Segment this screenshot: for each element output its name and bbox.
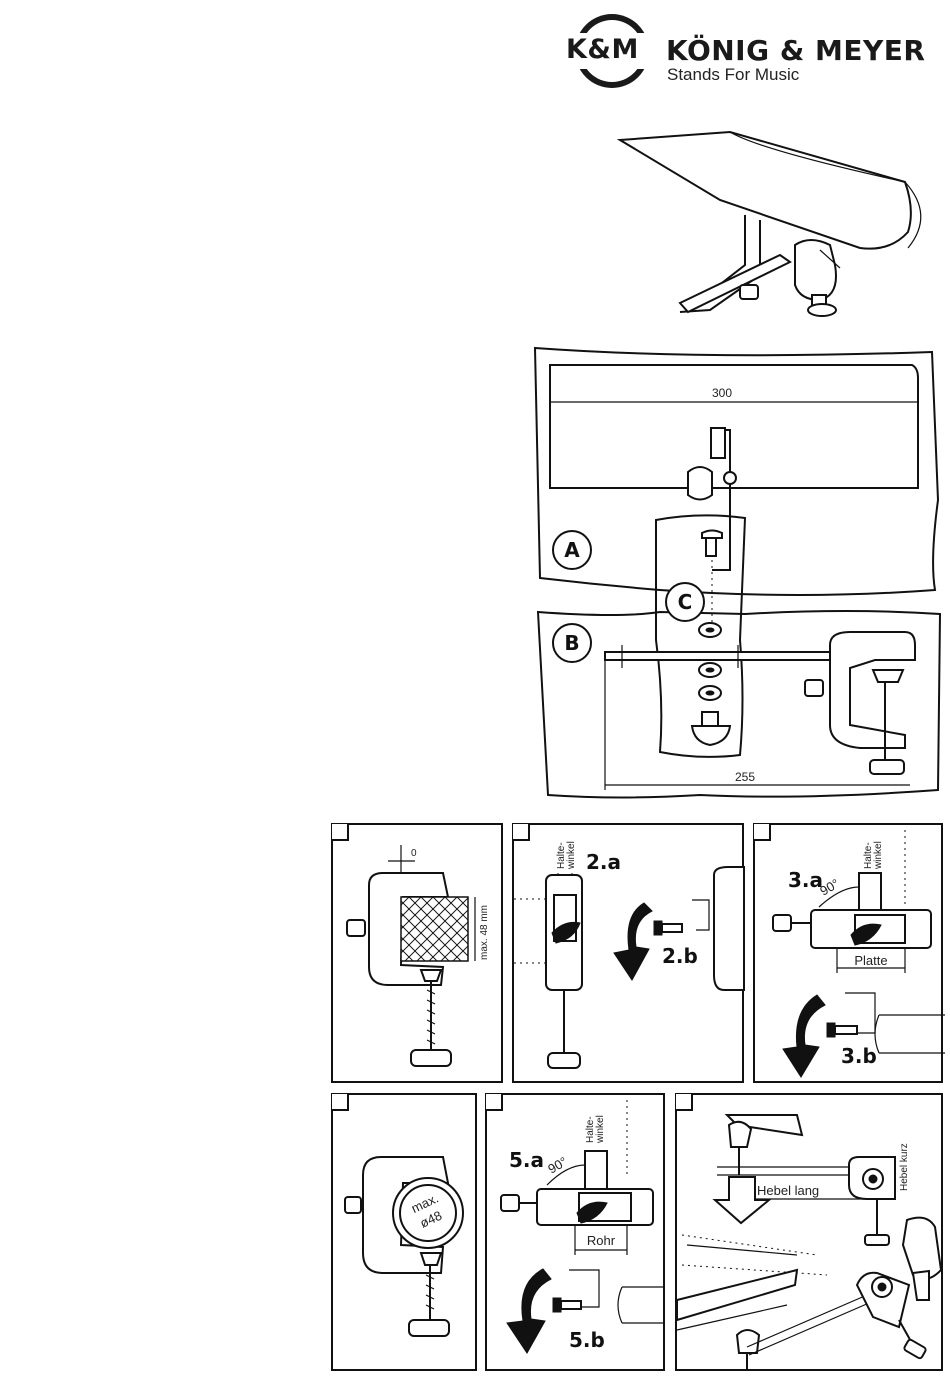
step-3-panel: Halte- winkel 3.a 90° Platte 3.b (753, 823, 943, 1083)
step-6-drawing: Hebel lang Hebel kurz (677, 1095, 945, 1373)
step-3b-label: 3.b (841, 1044, 877, 1068)
exploded-overview-drawing: 300 255 A C B (0, 0, 950, 810)
svg-text:winkel: winkel (566, 841, 577, 870)
step-3-plate-label: Platte (854, 953, 887, 968)
step-1-max-label: max. 48 mm (479, 905, 490, 960)
step-1-drawing: 0 max. 48 mm (333, 825, 505, 1085)
svg-text:winkel: winkel (873, 841, 884, 870)
step-6-panel: Hebel lang Hebel kurz (675, 1093, 943, 1371)
step-5a-label: 5.a (509, 1148, 544, 1172)
step-2a-label: 2.a (586, 850, 621, 874)
step-1-panel: 0 max. 48 mm (331, 823, 503, 1083)
dimension-width-label: 300 (712, 386, 732, 400)
dimension-length-label: 255 (735, 770, 755, 784)
part-label-a: A (564, 538, 580, 562)
step-6-long-lever-label: Hebel lang (757, 1183, 819, 1198)
step-2b-label: 2.b (662, 944, 698, 968)
step-5-angle-label: 90° (545, 1154, 570, 1177)
step-5-drawing: Halte- winkel 5.a 90° Rohr 5.b (487, 1095, 667, 1373)
svg-text:winkel: winkel (595, 1115, 606, 1144)
step-6-short-lever-label: Hebel kurz (899, 1143, 910, 1191)
part-label-b: B (564, 631, 579, 655)
step-1-zero-label: 0 (411, 848, 417, 859)
step-5-panel: Halte- winkel 5.a 90° Rohr 5.b (485, 1093, 665, 1371)
part-label-c: C (678, 590, 693, 614)
step-3-drawing: Halte- winkel 3.a 90° Platte 3.b (755, 825, 945, 1085)
step-4-drawing: max. ø48 (333, 1095, 479, 1373)
step-5-tube-label: Rohr (587, 1233, 616, 1248)
step-2-drawing: Halte- winkel 2.a 2.b (514, 825, 746, 1085)
step-2-panel: Halte- winkel 2.a 2.b (512, 823, 744, 1083)
step-4-panel: max. ø48 (331, 1093, 477, 1371)
step-5b-label: 5.b (569, 1328, 605, 1352)
